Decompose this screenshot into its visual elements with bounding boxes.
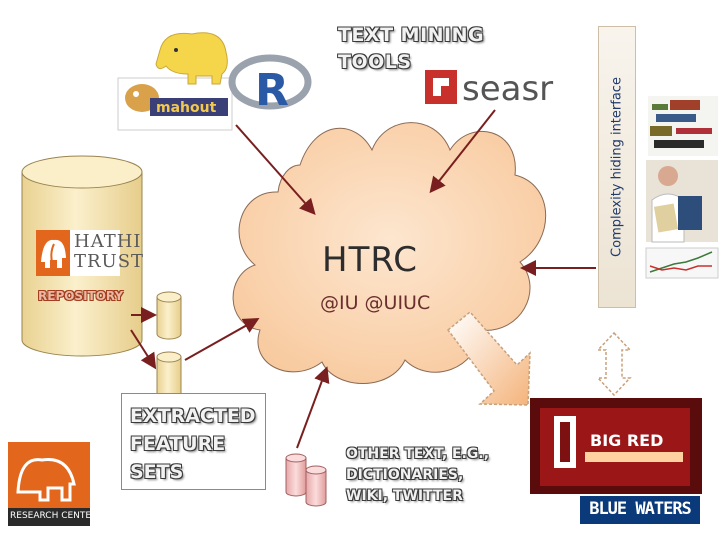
person-with-books-image [646, 160, 718, 243]
extracted-features-box [121, 393, 266, 490]
svg-text:BIG RED: BIG RED [590, 431, 663, 450]
iu-big-red-image: BIG RED [530, 398, 702, 494]
hathitrust-line1: HATHI [74, 231, 142, 252]
word-cloud-image [648, 96, 718, 156]
htrc-subtitle: @IU @UIUC [320, 292, 431, 314]
svg-text:mahout: mahout [156, 100, 217, 116]
text-mining-title-line1: TEXT MINING [338, 24, 485, 46]
hathitrust-logo-icon [36, 230, 120, 276]
extracted-features-line3: SETS [130, 461, 184, 483]
line-chart-image [645, 247, 719, 279]
extracted-features-line2: FEATURE [130, 433, 226, 455]
svg-text:R: R [255, 65, 289, 116]
blue-waters-arrow [446, 310, 531, 406]
extracted-features-title: EXTRACTED FEATURE SETS [130, 402, 256, 486]
seasr-logo-icon: seasr [425, 69, 553, 109]
extracted-features-line1: EXTRACTED [130, 405, 256, 427]
research-center-label: RESEARCH CENTER [10, 511, 98, 521]
other-text-cylinder-2 [305, 465, 327, 507]
feature-cylinder-2 [156, 351, 182, 400]
research-center-logo-icon [8, 442, 90, 526]
double-arrow [596, 331, 632, 397]
hathitrust-line2: TRUST [74, 251, 145, 272]
connector-arrows [130, 109, 596, 449]
hathitrust-logo-text: HATHI TRUST [74, 232, 144, 272]
other-text-title: OTHER TEXT, E.G., DICTIONARIES, WIKI, TW… [346, 444, 489, 507]
r-logo-icon: R [228, 54, 312, 116]
other-text-line3: WIKI, TWITTER [346, 488, 463, 504]
repository-label: REPOSITORY [38, 289, 124, 303]
mahout-logo-icon: mahout [117, 77, 233, 131]
other-text-line1: OTHER TEXT, E.G., [346, 446, 490, 462]
svg-text:seasr: seasr [462, 69, 553, 109]
complexity-hiding-label: Complexity hiding interface [609, 77, 625, 257]
blue-waters-label: BLUE WATERS [589, 499, 692, 519]
blue-waters-logo-icon [580, 496, 700, 524]
feature-cylinder-1 [156, 291, 182, 340]
text-mining-title-line2: TOOLS [338, 51, 412, 73]
text-mining-title: TEXT MINING TOOLS [338, 22, 484, 76]
htrc-title: HTRC [322, 240, 419, 280]
complexity-hiding-panel: Complexity hiding interface [598, 26, 636, 308]
hadoop-logo-icon [155, 32, 228, 85]
other-text-cylinder-1 [285, 453, 307, 497]
other-text-line2: DICTIONARIES, [346, 467, 464, 483]
